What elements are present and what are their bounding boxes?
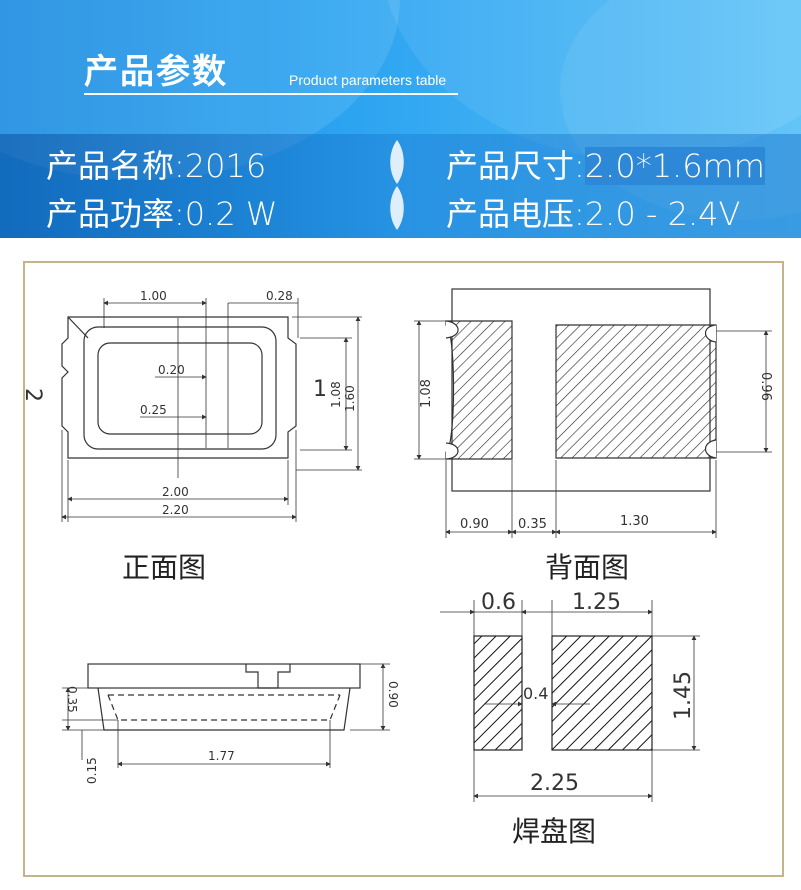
back-view	[414, 288, 772, 538]
param-name-value: 2016	[184, 147, 267, 185]
header-banner: 产品参数 Product parameters table 产品名称:2016 …	[0, 0, 801, 238]
back-view-labels: 1.08 0.96 0.90 0.35 1.30	[419, 372, 773, 532]
dim-label: 1.60	[343, 385, 357, 412]
dim-label: 0.4	[523, 684, 548, 703]
dim-label: 1.00	[140, 289, 167, 303]
param-size-value: 2.0*1.6mm	[584, 147, 765, 185]
param-voltage-label: 产品电压:	[446, 195, 585, 233]
dim-label: 1.77	[208, 749, 235, 763]
dim-label: 1.30	[620, 514, 649, 529]
param-size: 产品尺寸:2.0*1.6mm	[446, 141, 765, 187]
param-power-value: 0.2 W	[184, 195, 278, 233]
side-view-labels: 0.90 0.35 0.15 1.77	[65, 681, 400, 784]
dim-label: 0.90	[386, 681, 400, 708]
param-name-label: 产品名称:	[46, 147, 185, 185]
pad-view-caption: 焊盘图	[512, 815, 597, 848]
dim-label: 0.6	[481, 590, 516, 615]
dim-label: 0.20	[158, 363, 185, 377]
title-underline	[84, 93, 458, 95]
front-view	[61, 298, 362, 522]
pin-label: 1	[313, 377, 327, 402]
dim-label: 0.28	[266, 289, 293, 303]
back-view-caption: 背面图	[545, 551, 630, 584]
dim-label: 1.08	[329, 381, 343, 408]
param-name: 产品名称:2016	[46, 141, 266, 187]
dim-label: 0.35	[65, 686, 79, 713]
param-size-label: 产品尺寸:	[446, 147, 585, 185]
pad-view	[440, 600, 700, 802]
pin-label: 2	[20, 388, 45, 402]
param-voltage-value: 2.0 - 2.4V	[584, 195, 741, 233]
param-power-label: 产品功率:	[46, 195, 185, 233]
param-voltage: 产品电压:2.0 - 2.4V	[446, 189, 740, 235]
pad-view-labels: 0.6 1.25 0.4 1.45 2.25	[481, 590, 696, 796]
dim-label: 1.25	[572, 590, 621, 615]
dim-label: 0.15	[85, 757, 99, 784]
param-power: 产品功率:0.2 W	[46, 189, 278, 235]
dim-label: 1.08	[419, 379, 434, 408]
dim-label: 1.45	[671, 671, 696, 720]
divider-diamond-icon	[390, 186, 404, 230]
dim-label: 0.96	[758, 372, 773, 401]
page-title: 产品参数	[84, 52, 228, 92]
dim-label: 2.00	[162, 485, 189, 499]
dim-label: 0.35	[518, 517, 547, 532]
front-view-caption: 正面图	[122, 551, 207, 584]
side-view	[62, 663, 390, 768]
dim-label: 2.25	[530, 771, 579, 796]
dim-label: 0.90	[460, 517, 489, 532]
divider-diamond-icon	[390, 140, 404, 184]
dim-label: 0.25	[140, 403, 167, 417]
front-view-labels: 1.00 0.28 0.20 0.25 1.08 1.60 2.00 2.20 …	[20, 289, 357, 517]
page-subtitle: Product parameters table	[289, 72, 447, 88]
dim-label: 2.20	[162, 503, 189, 517]
